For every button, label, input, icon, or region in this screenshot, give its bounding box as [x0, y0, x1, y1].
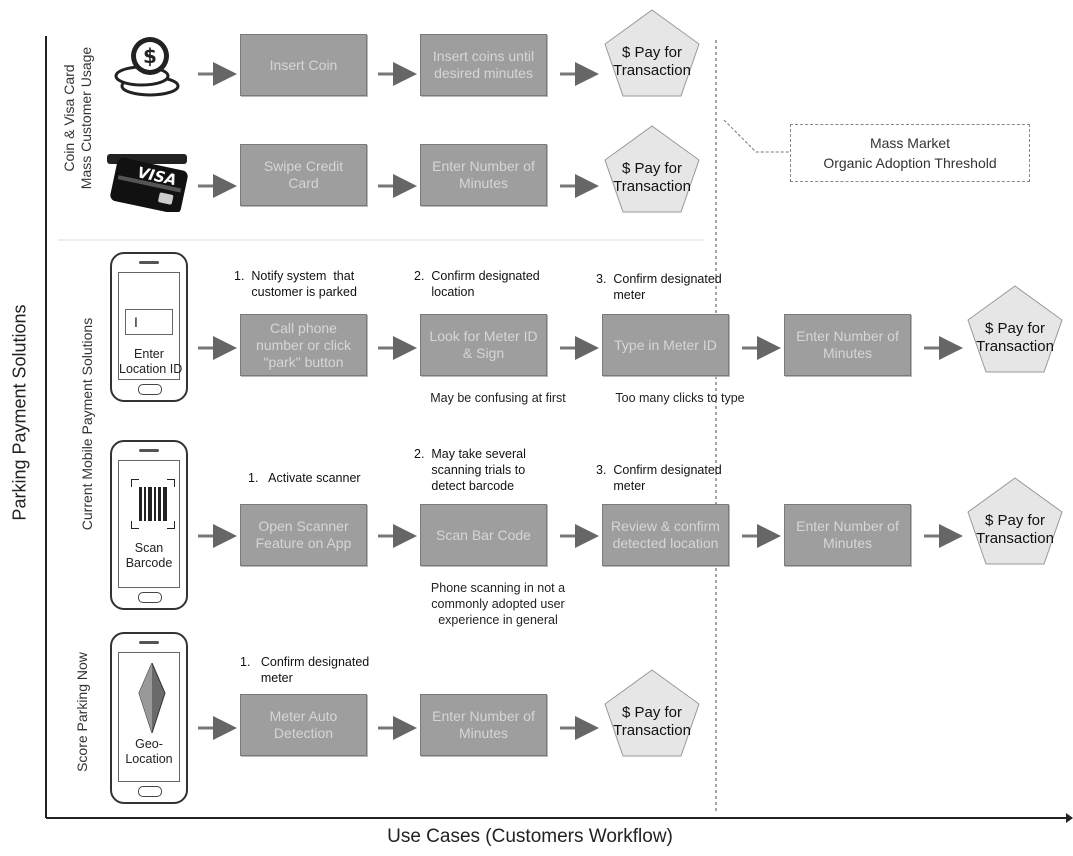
pay-label: $ Pay for Transaction — [613, 160, 691, 195]
pay-label: $ Pay for Transaction — [613, 704, 691, 739]
r4-step-enter-minutes: Enter Number of Minutes — [784, 504, 911, 566]
barcode-icon — [131, 479, 175, 529]
r3-below-2: May be confusing at first — [430, 391, 566, 405]
r3-step-call-or-park: Call phone number or click "park" button — [240, 314, 367, 376]
phone-geo-icon: Geo- Location — [110, 632, 188, 804]
visa-card-icon: VISA — [107, 154, 188, 212]
r4-note-2: 2. May take several scanning trials to d… — [414, 447, 526, 493]
row-label-mobile: Current Mobile Payment Solutions — [79, 317, 95, 531]
pay-transaction-r2: $ Pay for Transaction — [603, 124, 701, 214]
r1-step-insert-coin: Insert Coin — [240, 34, 367, 96]
r4-below-2: Phone scanning in not a commonly adopted… — [430, 581, 566, 627]
geo-pin-icon — [138, 663, 166, 733]
r5-step-enter-minutes: Enter Number of Minutes — [420, 694, 547, 756]
r3-note-2: 2. Confirm designated location — [414, 269, 540, 299]
phone-location-caption: Enter Location ID — [119, 347, 183, 376]
phone-barcode-icon: Scan Barcode — [110, 440, 188, 610]
row-label-coin-visa: Coin & Visa Card Mass Customer Usage — [61, 46, 94, 190]
r1-step-insert-until-minutes: Insert coins until desired minutes — [420, 34, 547, 96]
adoption-threshold-box: Mass Market Organic Adoption Threshold — [790, 124, 1030, 182]
r5-note-1: 1. Confirm designated meter — [240, 655, 370, 685]
r3-step-type-meter-id: Type in Meter ID — [602, 314, 729, 376]
pay-transaction-r5: $ Pay for Transaction — [603, 668, 701, 758]
phone-location-icon: I Enter Location ID — [110, 252, 188, 402]
r3-step-look-meter-id: Look for Meter ID & Sign — [420, 314, 547, 376]
r3-note-3: 3. Confirm designated meter — [596, 272, 722, 302]
r3-note-1: 1. Notify system that customer is parked — [234, 269, 357, 299]
r5-step-meter-auto-detect: Meter Auto Detection — [240, 694, 367, 756]
r4-note-1: 1. Activate scanner — [248, 471, 361, 485]
r3-below-3: Too many clicks to type — [615, 391, 745, 405]
r4-note-3: 3. Confirm designated meter — [596, 463, 722, 493]
r4-step-confirm-location: Review & confirm detected location — [602, 504, 729, 566]
r3-step-enter-minutes: Enter Number of Minutes — [784, 314, 911, 376]
r2-step-swipe-card: Swipe Credit Card — [240, 144, 367, 206]
coins-icon: $ — [114, 37, 180, 97]
pay-transaction-r4: $ Pay for Transaction — [966, 476, 1064, 566]
location-id-field: I — [125, 309, 173, 335]
y-axis-title: Parking Payment Solutions — [9, 304, 30, 521]
pay-transaction-r1: $ Pay for Transaction — [603, 8, 701, 98]
x-axis-title: Use Cases (Customers Workflow) — [387, 826, 673, 847]
pay-label: $ Pay for Transaction — [976, 512, 1054, 547]
adoption-threshold-label: Mass Market Organic Adoption Threshold — [823, 135, 997, 171]
r4-step-scan-barcode: Scan Bar Code — [420, 504, 547, 566]
row-label-score: Score Parking Now — [74, 652, 90, 772]
r2-step-enter-minutes: Enter Number of Minutes — [420, 144, 547, 206]
pay-transaction-r3: $ Pay for Transaction — [966, 284, 1064, 374]
phone-barcode-caption: Scan Barcode — [125, 541, 173, 570]
coin-symbol: $ — [143, 44, 157, 68]
phone-geo-caption: Geo- Location — [125, 737, 173, 766]
pay-label: $ Pay for Transaction — [976, 320, 1054, 355]
pay-label: $ Pay for Transaction — [613, 44, 691, 79]
r4-step-open-scanner: Open Scanner Feature on App — [240, 504, 367, 566]
